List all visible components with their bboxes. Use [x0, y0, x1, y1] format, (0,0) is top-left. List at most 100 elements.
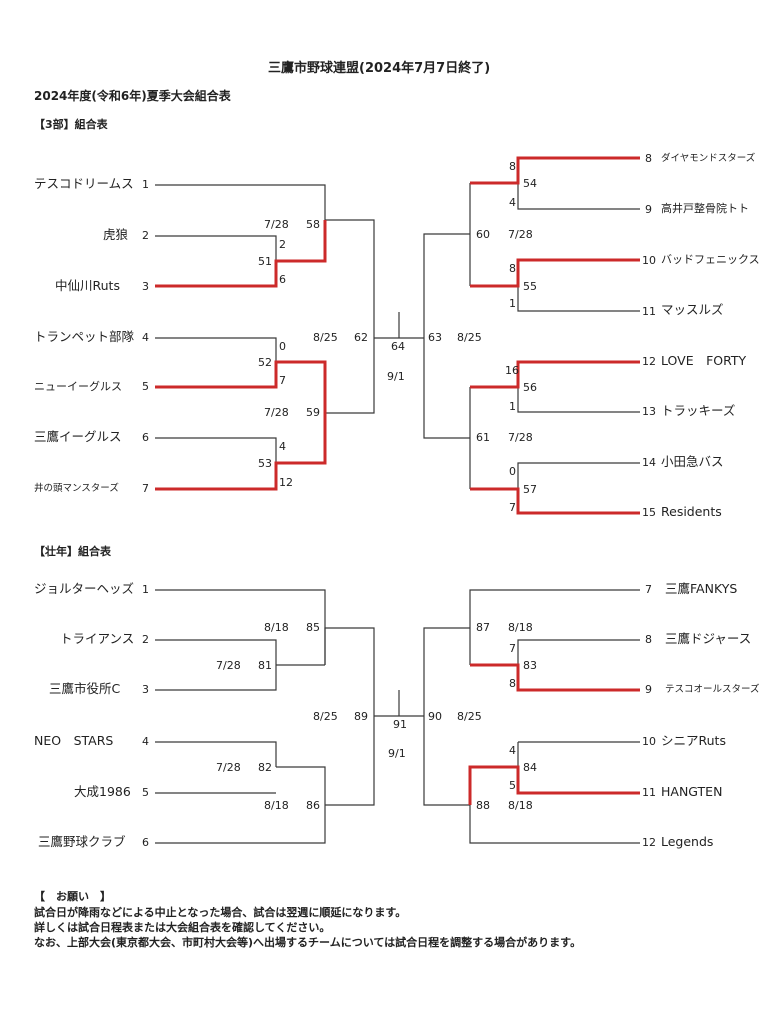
vet-match-85: 85	[306, 621, 320, 634]
vet-match-83: 83	[523, 659, 537, 672]
vet-match-81-date: 7/28	[216, 659, 241, 672]
div3-right-seed-8: 8	[645, 152, 652, 165]
vet-left-seed-5: 5	[142, 786, 149, 799]
div3-score-52-bot: 7	[279, 374, 286, 387]
div3-match-58: 58	[306, 218, 320, 231]
vet-right-seed-7: 7	[645, 583, 652, 596]
vet-left-team-4: NEO STARS	[34, 733, 114, 748]
div3-match-63: 63	[428, 331, 442, 344]
div3-match-58-date: 7/28	[264, 218, 289, 231]
div3-left-seed-3: 3	[142, 280, 149, 293]
vet-match-85-date: 8/18	[264, 621, 289, 634]
div3-left-team-7: 井の頭マンスターズ	[34, 483, 119, 494]
vet-right-seed-11: 11	[642, 786, 656, 799]
div3-right-team-15: Residents	[661, 504, 722, 519]
vet-right-seed-8: 8	[645, 633, 652, 646]
vet-right-team-7: 三鷹FANKYS	[665, 581, 738, 596]
div3-final-date: 9/1	[387, 370, 405, 383]
vet-match-87: 87	[476, 621, 490, 634]
vet-match-89-date: 8/25	[313, 710, 338, 723]
div3-right-seed-9: 9	[645, 203, 652, 216]
notice-line-1: 試合日が降雨などによる中止となった場合、試合は翌週に順延になります。	[34, 906, 407, 919]
vet-left-seed-1: 1	[142, 583, 149, 596]
vet-heading: 【壮年】組合表	[34, 545, 111, 558]
div3-left-team-4: トランペット部隊	[34, 329, 135, 344]
vet-right-team-9: テスコオールスターズ	[665, 684, 760, 695]
vet-right-seed-10: 10	[642, 735, 656, 748]
notice-line-3: なお、上部大会(東京都大会、市町村大会等)へ出場するチームについては試合日程を調…	[34, 936, 582, 949]
div3-match-62: 62	[354, 331, 368, 344]
vet-match-89: 89	[354, 710, 368, 723]
div3-right-team-10: バッドフェニックス	[661, 253, 760, 266]
div3-match-63-date: 8/25	[457, 331, 482, 344]
div3-score-57-bot: 7	[509, 501, 516, 514]
div3-right-lines	[423, 156, 640, 515]
div3-heading: 【3部】組合表	[34, 118, 108, 131]
vet-match-81: 81	[258, 659, 272, 672]
vet-left-team-3: 三鷹市役所C	[49, 681, 121, 696]
div3-left-seed-7: 7	[142, 482, 149, 495]
div3-score-52-top: 0	[279, 340, 286, 353]
div3-left-team-3: 中仙川Ruts	[55, 278, 120, 293]
vet-right-lines	[423, 589, 640, 844]
vet-right-team-12: Legends	[661, 834, 714, 849]
vet-match-86-date: 8/18	[264, 799, 289, 812]
vet-final-date: 9/1	[388, 747, 406, 760]
div3-left-seed-5: 5	[142, 380, 149, 393]
vet-score-83-bot: 8	[509, 677, 516, 690]
vet-score-84-bot: 5	[509, 779, 516, 792]
div3-left-team-2: 虎狼	[103, 227, 129, 242]
div3-left-team-6: 三鷹イーグルス	[34, 429, 122, 444]
vet-left-team-1: ジョルターヘッズ	[34, 581, 135, 596]
vet-match-88: 88	[476, 799, 490, 812]
div3-right-seed-11: 11	[642, 305, 656, 318]
vet-match-87-date: 8/18	[508, 621, 533, 634]
div3-match-56: 56	[523, 381, 537, 394]
div3-right-team-8: ダイヤモンドスターズ	[661, 153, 756, 164]
div3-left-seed-2: 2	[142, 229, 149, 242]
div3-match-59: 59	[306, 406, 320, 419]
div3-right-team-9: 高井戸整骨院トト	[661, 202, 749, 215]
vet-right-seed-9: 9	[645, 683, 652, 696]
div3-score-51-bot: 6	[279, 273, 286, 286]
div3-match-52: 52	[258, 356, 272, 369]
div3-score-55-bot: 1	[509, 297, 516, 310]
vet-left-team-6: 三鷹野球クラブ	[38, 834, 126, 849]
div3-score-53-top: 4	[279, 440, 286, 453]
vet-right-team-10: シニアRuts	[661, 733, 726, 748]
div3-score-56-bot: 1	[509, 400, 516, 413]
vet-final-match: 91	[393, 718, 407, 731]
div3-right-seed-15: 15	[642, 506, 656, 519]
div3-score-54-bot: 4	[509, 196, 516, 209]
notice-heading: 【 お願い 】	[34, 890, 111, 903]
div3-score-51-top: 2	[279, 238, 286, 251]
div3-score-56-top: 16	[505, 364, 519, 377]
div3-match-53: 53	[258, 457, 272, 470]
vet-match-88-date: 8/18	[508, 799, 533, 812]
div3-match-61-date: 7/28	[508, 431, 533, 444]
vet-left-team-5: 大成1986	[74, 784, 131, 799]
vet-match-82-date: 7/28	[216, 761, 241, 774]
div3-right-team-14: 小田急バス	[661, 454, 724, 469]
page-subtitle: 2024年度(令和6年)夏季大会組合表	[34, 89, 231, 103]
div3-left-seed-1: 1	[142, 178, 149, 191]
div3-right-seed-13: 13	[642, 405, 656, 418]
div3-right-team-11: マッスルズ	[661, 302, 724, 317]
div3-match-55: 55	[523, 280, 537, 293]
div3-match-54: 54	[523, 177, 537, 190]
div3-left-team-1: テスコドリームス	[34, 176, 134, 191]
div3-match-62-date: 8/25	[313, 331, 338, 344]
div3-match-51: 51	[258, 255, 272, 268]
vet-match-82: 82	[258, 761, 272, 774]
div3-right-seed-14: 14	[642, 456, 656, 469]
div3-score-57-top: 0	[509, 465, 516, 478]
div3-match-59-date: 7/28	[264, 406, 289, 419]
vet-match-90: 90	[428, 710, 442, 723]
div3-right-seed-12: 12	[642, 355, 656, 368]
vet-left-team-2: トライアンス	[60, 631, 135, 646]
vet-left-seed-4: 4	[142, 735, 149, 748]
vet-score-84-top: 4	[509, 744, 516, 757]
div3-right-team-12: LOVE FORTY	[661, 353, 747, 368]
div3-right-team-13: トラッキーズ	[661, 403, 736, 418]
